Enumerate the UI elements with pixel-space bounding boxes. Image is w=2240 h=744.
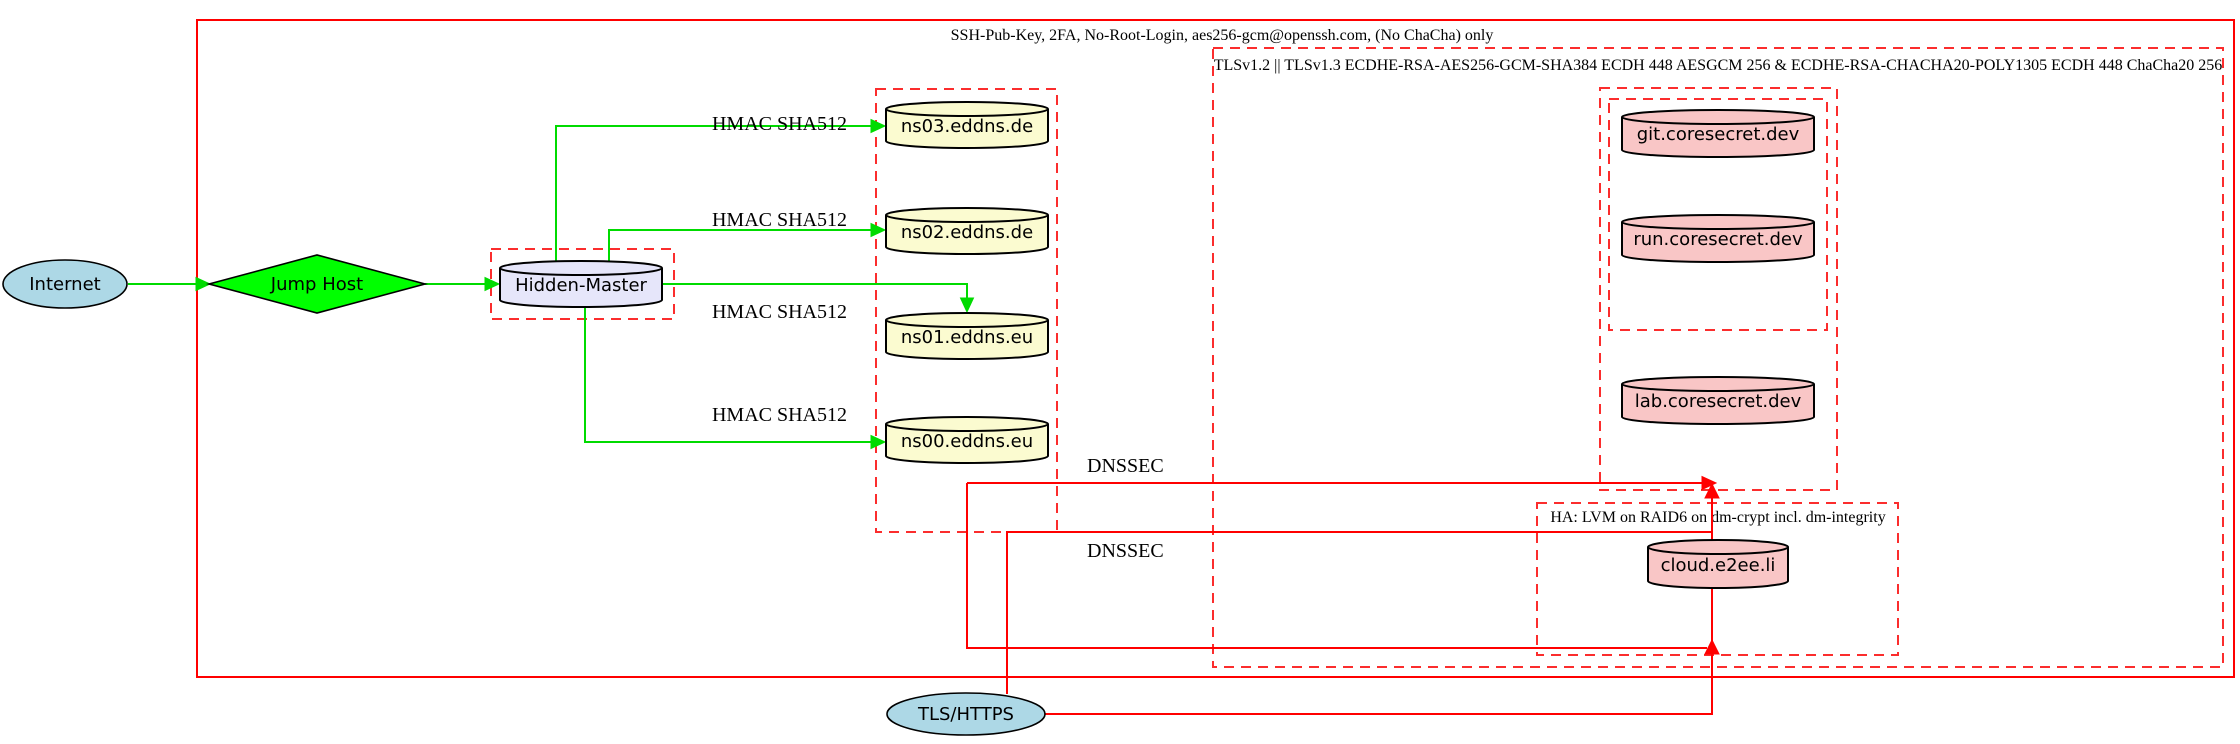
edge-label-hidden-master-to-ns02: HMAC SHA512 — [712, 209, 847, 231]
node-run-label: run.coresecret.dev — [1633, 229, 1803, 250]
cluster-box-coresecret-inner-zone — [1608, 98, 1828, 331]
edge-label-eddns-to-ha: DNSSEC — [1087, 540, 1164, 562]
node-lab-body — [1621, 376, 1815, 425]
edge-eddns-to-ha — [966, 483, 1707, 649]
edge-label-eddns-to-coresecret: DNSSEC — [1087, 455, 1164, 477]
node-tls-https-label: TLS/HTTPS — [917, 704, 1014, 725]
node-cloud-body — [1647, 539, 1789, 589]
cluster-label-tls-zone: TLSv1.2 || TLSv1.3 ECDHE-RSA-AES256-GCM-… — [1214, 57, 2223, 74]
edge-hidden-master-to-ns02-arrowhead — [870, 222, 887, 238]
node-cloud-rim — [1647, 546, 1789, 555]
cluster-label-ha-zone: HA: LVM on RAID6 on dm-crypt incl. dm-in… — [1550, 509, 1885, 526]
node-git-body — [1621, 109, 1815, 158]
edge-hidden-master-to-ns01 — [662, 283, 968, 300]
node-ns03-label: ns03.eddns.de — [901, 116, 1033, 137]
node-git-label: git.coresecret.dev — [1637, 124, 1800, 145]
edge-label-hidden-master-to-ns03: HMAC SHA512 — [712, 113, 847, 135]
edge-label-hidden-master-to-ns00: HMAC SHA512 — [712, 404, 847, 426]
cluster-label-ssh-zone: SSH-Pub-Key, 2FA, No-Root-Login, aes256-… — [951, 27, 1494, 44]
edge-hidden-master-to-ns00-arrowhead — [870, 434, 887, 450]
node-lab-label: lab.coresecret.dev — [1635, 391, 1802, 412]
node-ns00-label: ns00.eddns.eu — [901, 431, 1033, 452]
edge-tls-https-to-coresecret — [1045, 496, 1713, 715]
node-run-rim — [1621, 221, 1815, 230]
node-ns00-rim — [885, 423, 1049, 432]
node-ns01-body — [885, 312, 1049, 360]
node-ns01-rim — [885, 319, 1049, 328]
edge-eddns-to-coresecret-arrowhead — [1701, 475, 1718, 491]
node-ns02-rim — [885, 214, 1049, 223]
node-ns02-body — [885, 207, 1049, 255]
node-git-rim — [1621, 116, 1815, 125]
node-hidden-master-rim — [499, 267, 663, 276]
edge-hidden-master-to-ns01-arrowhead — [959, 297, 975, 314]
edge-label-hidden-master-to-ns01: HMAC SHA512 — [712, 301, 847, 323]
node-cloud-label: cloud.e2ee.li — [1661, 555, 1776, 576]
cluster-box-ssh-zone — [196, 19, 2235, 678]
node-hidden-master-body — [499, 260, 663, 308]
edge-jump-host-to-hidden-master-arrowhead — [484, 276, 501, 292]
node-tls-https — [886, 692, 1046, 736]
edge-hidden-master-to-ns02 — [608, 229, 873, 262]
cluster-box-coresecret-outer-zone — [1599, 87, 1838, 491]
node-ns02-label: ns02.eddns.de — [901, 222, 1033, 243]
node-hidden-master-label: Hidden-Master — [515, 275, 647, 296]
node-ns01-label: ns01.eddns.eu — [901, 327, 1033, 348]
node-ns03-body — [885, 101, 1049, 149]
node-ns00-body — [885, 416, 1049, 464]
edge-internet-to-jump-host-arrowhead — [195, 276, 212, 292]
edge-tls-https-to-ha — [1006, 531, 1712, 694]
edge-hidden-master-to-ns00 — [584, 307, 873, 443]
cluster-box-tls-zone — [1212, 47, 2224, 668]
cluster-box-hidden-master-zone — [490, 248, 675, 320]
node-internet — [2, 259, 128, 309]
node-lab-rim — [1621, 383, 1815, 392]
node-ns03-rim — [885, 108, 1049, 117]
edge-hidden-master-to-ns03-arrowhead — [870, 118, 887, 134]
edge-hidden-master-to-ns03 — [555, 125, 873, 262]
node-internet-label: Internet — [29, 274, 100, 295]
node-jump-host-label: Jump Host — [270, 274, 363, 295]
edge-tls-https-to-coresecret-arrowhead — [1704, 482, 1720, 499]
node-jump-host — [205, 254, 429, 314]
node-run-body — [1621, 214, 1815, 263]
